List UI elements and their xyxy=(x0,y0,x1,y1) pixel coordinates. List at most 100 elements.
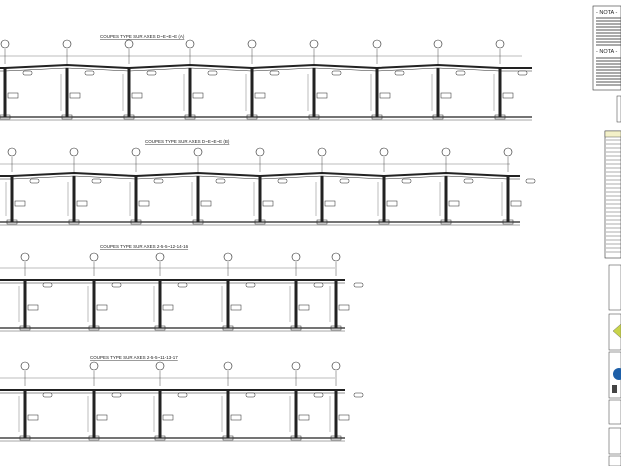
grid-axis-bubble xyxy=(193,147,203,157)
column-base xyxy=(494,114,506,120)
grid-axis-bubble xyxy=(185,39,195,49)
column xyxy=(127,68,131,117)
grid-axis-bubble xyxy=(20,252,30,262)
grid-axis-bubble xyxy=(495,39,505,49)
company-logo xyxy=(613,368,621,380)
beam-tag xyxy=(353,392,364,398)
beam-tag xyxy=(153,178,164,184)
column xyxy=(294,390,298,438)
column xyxy=(334,280,338,328)
column xyxy=(334,390,338,438)
beam-tag xyxy=(245,282,256,288)
member-tag xyxy=(324,200,336,207)
grid-axis-bubble xyxy=(223,252,233,262)
section-4: COUPES TYPE SUR AXES 2-5-5~11-13-17 xyxy=(0,355,364,442)
column-base xyxy=(330,435,342,441)
column-base xyxy=(290,325,302,331)
beam-tag xyxy=(42,282,53,288)
beam-tag xyxy=(177,282,188,288)
column xyxy=(436,68,440,117)
member-tag xyxy=(200,200,212,207)
member-tag xyxy=(7,92,19,99)
grid-axis-bubble xyxy=(331,252,341,262)
member-tag xyxy=(298,414,310,421)
column-base xyxy=(290,435,302,441)
beam-tag xyxy=(517,70,528,76)
column xyxy=(320,176,324,222)
member-tag xyxy=(138,200,150,207)
beam-tag xyxy=(84,70,95,76)
grid-axis-bubble xyxy=(124,39,134,49)
beam-tag xyxy=(455,70,466,76)
member-tag xyxy=(254,92,266,99)
column xyxy=(158,280,162,328)
column-base xyxy=(154,435,166,441)
beam-tag xyxy=(313,392,324,398)
member-tag xyxy=(502,92,514,99)
grid-axis-bubble xyxy=(372,39,382,49)
column xyxy=(294,280,298,328)
roof-beam xyxy=(0,63,532,70)
beam-tag xyxy=(111,282,122,288)
column xyxy=(258,176,262,222)
column xyxy=(23,280,27,328)
column xyxy=(312,68,316,117)
section-title: COUPES TYPE SUR AXES 2-5-5~11-13-17 xyxy=(90,355,178,360)
column-base xyxy=(184,114,196,120)
column xyxy=(92,390,96,438)
member-tag xyxy=(69,92,81,99)
section-title: COUPES TYPE SUR AXES D~E~E~E (B) xyxy=(145,139,230,144)
member-tag xyxy=(162,304,174,311)
member-tag xyxy=(230,304,242,311)
beam-tag xyxy=(339,178,350,184)
column-base xyxy=(68,219,80,225)
grid-axis-bubble xyxy=(503,147,513,157)
member-tag xyxy=(338,304,350,311)
column-base xyxy=(88,435,100,441)
beam-tag xyxy=(29,178,40,184)
column xyxy=(250,68,254,117)
member-tag xyxy=(192,92,204,99)
grid-axis-bubble xyxy=(247,39,257,49)
column xyxy=(498,68,502,117)
grid-axis-bubble xyxy=(331,361,341,371)
column-base xyxy=(254,219,266,225)
beam-tag xyxy=(313,282,324,288)
column-base xyxy=(154,325,166,331)
beam-tag xyxy=(463,178,474,184)
member-tag xyxy=(131,92,143,99)
section-title: COUPES TYPE SUR AXES 2-5-5~12-14-16 xyxy=(100,244,189,249)
column-base xyxy=(222,435,234,441)
grid-axis-bubble xyxy=(69,147,79,157)
member-tag xyxy=(76,200,88,207)
column xyxy=(382,176,386,222)
section-1: COUPES TYPE SUR AXES D~E~E~E (A) xyxy=(0,34,532,121)
column xyxy=(158,390,162,438)
beam-tag xyxy=(111,392,122,398)
column xyxy=(134,176,138,222)
grid-axis-bubble xyxy=(309,39,319,49)
grid-axis-bubble xyxy=(7,147,17,157)
grid-axis-bubble xyxy=(291,252,301,262)
logo-diamond xyxy=(612,323,621,339)
grid-axis-bubble xyxy=(89,361,99,371)
column xyxy=(196,176,200,222)
beam-tag xyxy=(22,70,33,76)
beam-tag xyxy=(91,178,102,184)
title-block: - NOTA - - NOTA - xyxy=(592,5,621,466)
grid-axis-bubble xyxy=(379,147,389,157)
column-base xyxy=(371,114,383,120)
member-tag xyxy=(298,304,310,311)
roof-beam xyxy=(0,171,520,178)
grid-axis-bubble xyxy=(441,147,451,157)
column xyxy=(92,280,96,328)
column-base xyxy=(378,219,390,225)
column-base xyxy=(502,219,514,225)
beam-tag xyxy=(177,392,188,398)
beam-tag xyxy=(525,178,536,184)
column-base xyxy=(61,114,73,120)
nota-heading-1: - NOTA - xyxy=(596,10,617,16)
column xyxy=(10,176,14,222)
column-base xyxy=(440,219,452,225)
column xyxy=(226,390,230,438)
